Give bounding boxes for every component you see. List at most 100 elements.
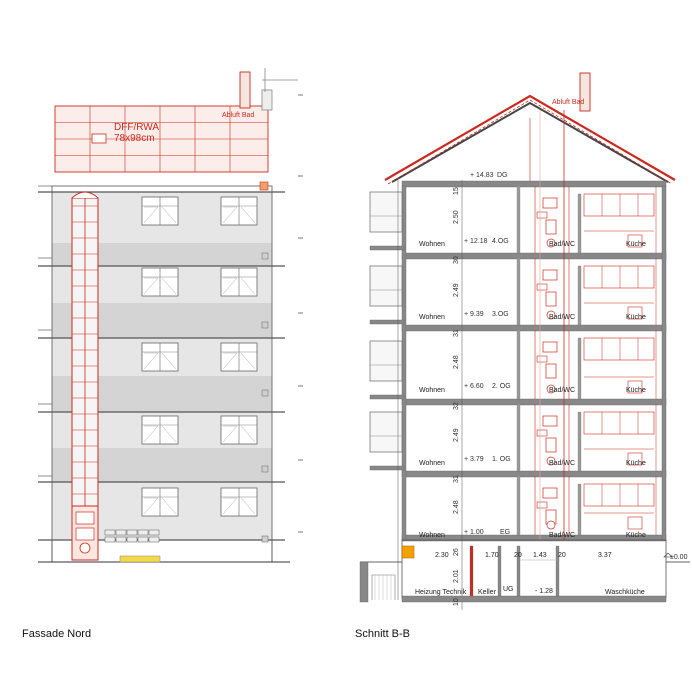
mailbox: [115, 529, 127, 536]
window-swing: [143, 352, 177, 370]
balcony-rail: [369, 411, 403, 453]
height-3og: 2.49: [453, 283, 460, 297]
window-swing: [222, 497, 256, 515]
level-ug: - 1.28: [535, 588, 553, 595]
window-swing: [143, 277, 177, 295]
facade-north: [38, 68, 303, 563]
mailbox: [104, 536, 116, 543]
section-wall-interior: [577, 265, 582, 326]
level-2og: + 6.60: [464, 383, 484, 390]
bottom-slab: 10: [453, 598, 460, 606]
zero-marker: [663, 552, 673, 558]
caption-section: Schnitt B-B: [355, 628, 411, 640]
bath-fixture: [536, 355, 548, 363]
facade-window: [141, 415, 179, 445]
mailbox: [126, 536, 138, 543]
basement-wall: [469, 545, 474, 597]
basement-marker: [401, 545, 415, 559]
mailbox: [137, 536, 149, 543]
window-swing: [222, 206, 256, 224]
kitchen-stove: [627, 516, 643, 530]
width-5: 20: [558, 552, 566, 559]
section-slab: [401, 324, 667, 332]
basement-wall: [497, 545, 502, 597]
slab-dimensions: 15 30 31 32 31 26: [453, 187, 460, 556]
room-wohnen-3og: Wohnen: [419, 314, 445, 321]
bath-sink: [545, 219, 557, 235]
room-bad-4og: Bad/WC: [549, 241, 575, 248]
bath-toilet: [546, 520, 556, 530]
section-bath-kitchen: [534, 330, 657, 399]
room-keller: Keller: [478, 589, 497, 596]
facade-service-box: [261, 321, 269, 329]
kitchen-upper: [583, 483, 655, 507]
facade-window: [141, 196, 179, 226]
room-bad-1og: Bad/WC: [549, 460, 575, 467]
stair-arch: [71, 191, 99, 199]
room-heizung: Heizung Technik: [415, 589, 467, 596]
door-bell: [79, 542, 91, 554]
section-wall-left: [401, 185, 407, 541]
mailbox-slot: [119, 555, 161, 563]
facade-window: [220, 342, 258, 372]
bath-cabinet: [542, 487, 558, 499]
slab-3og: 31: [453, 329, 460, 337]
balcony-slab: [369, 319, 405, 325]
room-wohnen-4og: Wohnen: [419, 241, 445, 248]
height-2og: 2.48: [453, 355, 460, 369]
bath-toilet: [546, 238, 556, 248]
room-waschkueche: Waschküche: [605, 589, 645, 596]
room-kueche-4og: Küche: [626, 241, 646, 248]
roof-hatch: [91, 133, 107, 144]
section-wall-interior: [516, 475, 521, 536]
section-chimney: [579, 72, 591, 112]
room-bad-eg: Bad/WC: [549, 532, 575, 539]
section-balcony: [369, 411, 405, 471]
room-kueche-2og: Küche: [626, 387, 646, 394]
basement-stair-left: [371, 574, 396, 600]
level-eg-name: EG: [500, 529, 510, 536]
section-slab: [401, 398, 667, 406]
level-1og: + 3.79: [464, 456, 484, 463]
level-3og: + 9.39: [464, 311, 484, 318]
room-kueche-1og: Küche: [626, 460, 646, 467]
section-wall-interior: [577, 337, 582, 400]
facade-window: [141, 342, 179, 372]
kitchen-stove: [627, 452, 643, 466]
section-roof-structure: [391, 101, 669, 183]
bath-cabinet: [542, 415, 558, 427]
caption-facade: Fassade Nord: [22, 628, 92, 640]
section-exhaust-label: Abluft Bad: [552, 99, 584, 106]
bath-toilet: [546, 310, 556, 320]
facade-vent: [261, 89, 273, 111]
section-wall-interior: [516, 257, 521, 326]
section-roof-tiles: [384, 94, 676, 181]
slab-dg: 15: [453, 187, 460, 195]
section-wall-interior: [577, 411, 582, 472]
room-labels: Wohnen Wohnen Wohnen Wohnen Wohnen Bad/W…: [419, 241, 646, 539]
facade-entrance: [71, 505, 99, 561]
room-wohnen-eg: Wohnen: [419, 532, 445, 539]
section-balcony: [369, 191, 405, 251]
basement-wall: [516, 545, 521, 597]
window-swing: [143, 425, 177, 443]
section-wall-interior: [577, 483, 582, 536]
facade-band: [52, 243, 272, 266]
zero-level-label: ±0.00: [670, 554, 688, 561]
kitchen-stove: [627, 306, 643, 320]
height-eg: 2.48: [453, 500, 460, 514]
width-3: 20: [514, 552, 522, 559]
section-wall-interior: [516, 185, 521, 254]
balcony-slab: [369, 465, 405, 471]
door-panel: [75, 527, 95, 541]
floor-level-labels: + 14.83 DG + 12.18 4.OG + 9.39 3.OG + 6.…: [464, 172, 511, 536]
room-kueche-eg: Küche: [626, 532, 646, 539]
bath-toilet: [546, 384, 556, 394]
bath-fixture: [536, 283, 548, 291]
height-ug: 2.01: [453, 569, 460, 583]
bath-sink: [545, 437, 557, 453]
mailbox: [115, 536, 127, 543]
section-slab: [401, 470, 667, 478]
facade-roof-size: 78x98cm: [114, 133, 155, 144]
